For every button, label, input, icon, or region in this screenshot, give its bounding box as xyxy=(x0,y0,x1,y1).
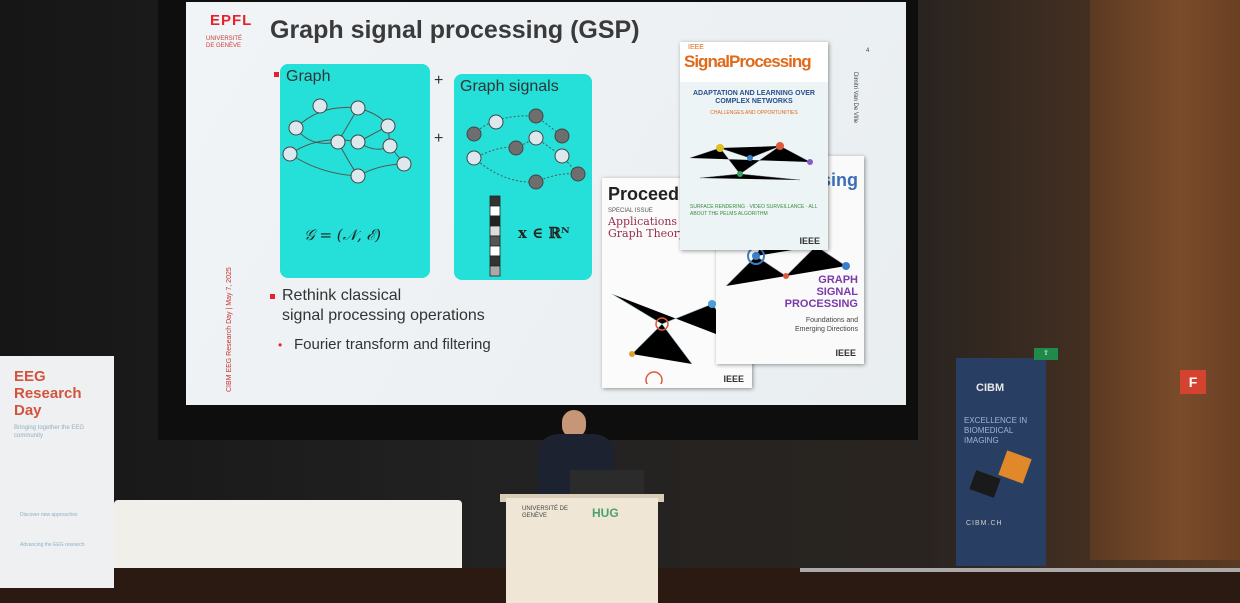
proceedings-network-art xyxy=(611,293,743,384)
wood-panel-wall xyxy=(1090,0,1240,560)
gsp-brand: sing xyxy=(820,170,858,190)
podium-hug-logo: HUG xyxy=(592,506,619,520)
signal-formula: x ∈ ℝᴺ xyxy=(518,224,570,242)
cibm-banner: CIBM EXCELLENCE IN BIOMEDICAL IMAGING CI… xyxy=(956,358,1046,566)
gsp-title-line: PROCESSING xyxy=(784,298,858,310)
graph-signals-panel: Graph signals x ∈ ℝᴺ xyxy=(454,74,592,280)
signal-processing-magazine-cover: IEEE SignalProcessing ADAPTATION AND LEA… xyxy=(680,42,828,250)
signal-node xyxy=(488,114,504,130)
banner-bullet: Advancing the EEG research xyxy=(20,542,85,548)
sp-tags: SURFACE RENDERING · VIDEO SURVEILLANCE ·… xyxy=(690,204,818,217)
cibm-url: CIBM.CH xyxy=(966,520,1003,527)
projected-slide: EPFL UNIVERSITÉ DE GENÈVE Graph signal p… xyxy=(186,2,906,405)
graph-node xyxy=(350,100,366,116)
graph-node xyxy=(288,120,304,136)
sp-ieee: IEEE xyxy=(799,236,820,246)
slide-title: Graph signal processing (GSP) xyxy=(270,16,640,44)
gsp-title: GRAPH SIGNAL PROCESSING xyxy=(785,274,858,310)
sub-bullet-marker: • xyxy=(278,338,283,352)
plus-sign: + xyxy=(434,72,444,89)
sp-brand-small: IEEE xyxy=(688,44,704,51)
gsp-subtitle: Foundations and Emerging Directions xyxy=(795,316,858,334)
bullet-rethink: Rethink classical signal processing oper… xyxy=(282,286,485,326)
signal-node xyxy=(508,140,524,156)
speaker-head xyxy=(562,410,586,438)
gsp-sub-line: Foundations and xyxy=(805,317,858,324)
podium-unige-logo: UNIVERSITÉ DE GENÈVE xyxy=(522,506,569,519)
signal-vector-bar xyxy=(489,195,501,277)
graph-node xyxy=(396,156,412,172)
signal-node xyxy=(570,166,586,182)
gsp-title-line: SIGNAL xyxy=(816,286,858,298)
graph-node xyxy=(382,138,398,154)
graph-node xyxy=(330,134,346,150)
signal-node xyxy=(528,130,544,146)
signal-node xyxy=(554,128,570,144)
bullet-line: Rethink classical xyxy=(282,287,402,304)
graph-node xyxy=(350,134,366,150)
proceedings-ieee: IEEE xyxy=(723,374,744,384)
banner-subtitle: Bringing together the EEG community xyxy=(14,425,85,439)
handrail xyxy=(800,568,1240,572)
signal-node xyxy=(466,126,482,142)
epfl-logo: EPFL xyxy=(210,12,253,29)
bullet-line: signal processing operations xyxy=(282,307,485,324)
cibm-tagline: EXCELLENCE IN BIOMEDICAL IMAGING xyxy=(964,416,1028,445)
eeg-research-day-banner: EEG Research Day Bringing together the E… xyxy=(0,356,114,588)
graph-signal-illustration xyxy=(466,108,586,277)
topic-line: Applications of xyxy=(608,215,692,228)
unige-logo: UNIVERSITÉ DE GENÈVE xyxy=(206,36,243,49)
slide-footer: CIBM EEG Research Day | May 7, 2025 xyxy=(226,267,233,392)
banner-title-line: Day xyxy=(14,402,42,419)
signal-node xyxy=(554,148,570,164)
cibm-image-strip xyxy=(966,450,1036,504)
sp-sub: CHALLENGES AND OPPORTUNITIES xyxy=(710,110,798,116)
slide-number: 4 xyxy=(866,48,870,54)
banner-title-line: Research xyxy=(14,385,82,402)
gsp-sub-line: Emerging Directions xyxy=(794,326,858,333)
graph-panel: Graph 𝒢 = (𝒩, ℰ) xyxy=(280,64,430,278)
graph-node xyxy=(282,146,298,162)
graph-formula: 𝒢 = (𝒩, ℰ) xyxy=(304,226,381,244)
sub-bullet-fourier: Fourier transform and filtering xyxy=(294,336,491,353)
side-table xyxy=(114,500,462,568)
sp-brand: SignalProcessing xyxy=(684,52,812,71)
proceedings-brand: Proceedi xyxy=(608,184,685,204)
signal-node xyxy=(528,174,544,190)
sp-masthead: IEEE SignalProcessing xyxy=(680,42,828,82)
laptop xyxy=(570,470,644,496)
proceedings-topic: Applications of Graph Theory xyxy=(608,216,691,240)
banner-bullet: Discover new approaches xyxy=(20,512,78,518)
sp-network-art xyxy=(689,142,813,181)
signal-node xyxy=(528,108,544,124)
banner-title: EEG Research Day xyxy=(14,368,82,419)
graph-node xyxy=(380,118,396,134)
signal-node xyxy=(466,150,482,166)
bullet-marker xyxy=(274,72,279,77)
bullet-marker xyxy=(270,294,275,299)
slide-author: Dimitri Van De Ville xyxy=(852,72,858,124)
banner-title-line: EEG xyxy=(14,368,46,385)
plus-sign: + xyxy=(434,130,444,147)
graph-signals-panel-label: Graph signals xyxy=(460,78,559,95)
topic-line: Graph Theory xyxy=(608,227,686,240)
gsp-ieee: IEEE xyxy=(835,348,856,358)
podium xyxy=(506,498,658,603)
exit-sign: ⇧ xyxy=(1034,348,1058,360)
gsp-title-line: GRAPH xyxy=(818,274,858,286)
graph-panel-label: Graph xyxy=(286,68,331,85)
graph-illustration xyxy=(282,98,412,184)
proceedings-special: SPECIAL ISSUE xyxy=(608,208,653,214)
fire-sign: F xyxy=(1180,370,1206,394)
graph-node xyxy=(312,98,328,114)
graph-node xyxy=(350,168,366,184)
sp-headline: ADAPTATION AND LEARNING OVER COMPLEX NET… xyxy=(693,90,815,105)
cibm-logo: CIBM xyxy=(976,382,1005,394)
